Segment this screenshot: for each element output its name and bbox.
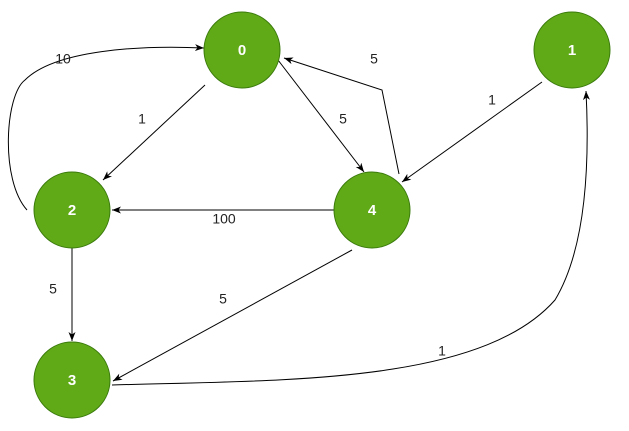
edge-weight-0-to-2: 1 xyxy=(138,111,146,127)
edge-2-to-0 xyxy=(7,44,205,211)
node-label-3: 3 xyxy=(68,372,76,389)
node-3 xyxy=(33,341,111,419)
node-2 xyxy=(33,171,111,249)
node-label-4: 4 xyxy=(368,202,377,219)
edge-0-to-2 xyxy=(102,84,206,181)
edge-1-to-4 xyxy=(401,81,543,183)
edge-weight-3-to-1: 1 xyxy=(438,343,446,359)
edge-0-to-4 xyxy=(277,59,365,173)
node-1 xyxy=(533,11,611,89)
node-label-2: 2 xyxy=(68,202,76,219)
edge-3-to-1 xyxy=(111,90,590,386)
edge-weight-2-to-3: 5 xyxy=(49,281,57,297)
edge-weight-4-to-0: 5 xyxy=(370,51,378,67)
edge-weight-4-to-3: 5 xyxy=(219,291,227,307)
edge-weight-1-to-4: 1 xyxy=(488,92,496,108)
edge-weight-2-to-0: 10 xyxy=(55,51,71,67)
edge-weight-4-to-2: 100 xyxy=(212,211,236,227)
edge-4-to-3 xyxy=(112,249,353,382)
node-label-1: 1 xyxy=(568,42,576,59)
node-4 xyxy=(333,171,411,249)
edge-4-to-0 xyxy=(283,57,400,175)
edge-weight-0-to-4: 5 xyxy=(339,111,347,127)
node-label-0: 0 xyxy=(238,42,246,59)
node-0 xyxy=(203,11,281,89)
